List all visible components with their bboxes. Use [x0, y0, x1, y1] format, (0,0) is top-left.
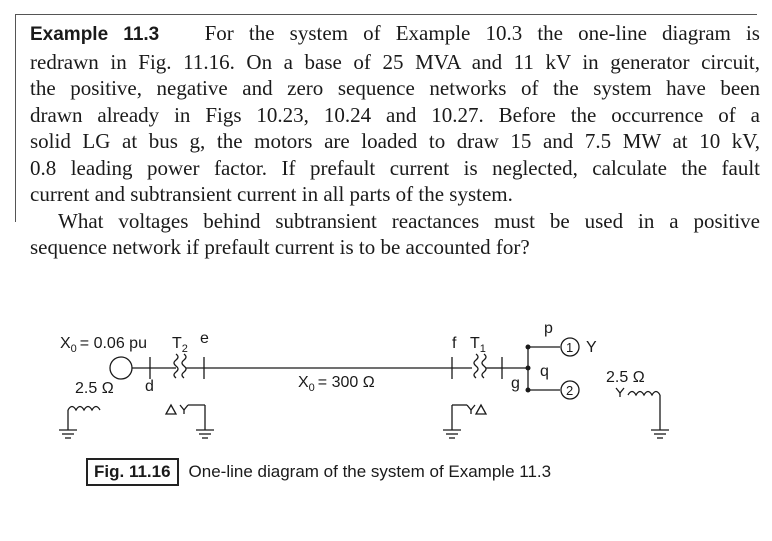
bus-d-label: d	[145, 378, 154, 395]
bus-f-label: f	[452, 335, 457, 352]
t2-label: T2	[172, 335, 188, 355]
paragraph-line: 0.8 leading power factor. If prefault cu…	[30, 155, 760, 180]
figure-caption-text: One-line diagram of the system of Exampl…	[188, 462, 552, 481]
motor-1-label: 1	[566, 340, 573, 355]
motor-1-symbol	[560, 337, 580, 357]
t2-secondary-coil	[181, 353, 187, 379]
question-line: What voltages behind subtransient reacta…	[58, 208, 760, 233]
figure-caption: Fig. 11.16 One-line diagram of the syste…	[86, 458, 551, 486]
paragraph-line: drawn already in Figs 10.23, 10.24 and 1…	[30, 102, 760, 127]
paragraph-line: the positive, negative and zero sequence…	[30, 76, 760, 100]
generator-ground-resistor	[67, 405, 101, 412]
motor-2-symbol	[560, 380, 580, 400]
bus-g-label: g	[511, 375, 520, 392]
motor-2-label: 2	[566, 383, 573, 398]
paragraph-line: Example 11.3 For the system of Example 1…	[30, 21, 760, 45]
motor-resistor-label: 2.5 Ω	[606, 369, 645, 386]
gen-x0-label: X0= 0.06 pu	[60, 335, 147, 355]
bus-p-label: p	[544, 320, 553, 337]
t1-primary-coil	[473, 353, 479, 379]
top-border	[15, 14, 757, 15]
question-line: sequence network if prefault current is …	[30, 235, 530, 259]
bus-q-label: q	[540, 363, 549, 380]
gen-resistor-label: 2.5 Ω	[75, 380, 114, 397]
paragraph-line: redrawn in Fig. 11.16. On a base of 25 M…	[30, 49, 760, 74]
motor-y-label: Y	[586, 339, 597, 356]
line-x0-label: X0= 300 Ω	[298, 374, 375, 394]
left-border	[15, 14, 16, 222]
t1-secondary-coil	[481, 353, 487, 379]
paragraph-line: current and subtransient current in all …	[30, 182, 513, 206]
generator-symbol	[109, 356, 133, 380]
example-label: Example 11.3	[30, 24, 160, 45]
example-paragraph: Example 11.3 For the system of Example 1…	[30, 20, 760, 261]
t1-label: T1	[470, 335, 486, 355]
bus-e-label: e	[200, 330, 209, 347]
figure-number: Fig. 11.16	[86, 458, 179, 486]
paragraph-line: solid LG at bus g, the motors are loaded…	[30, 129, 760, 153]
motor-ground-resistor	[627, 390, 661, 397]
t2-primary-coil	[173, 353, 179, 379]
